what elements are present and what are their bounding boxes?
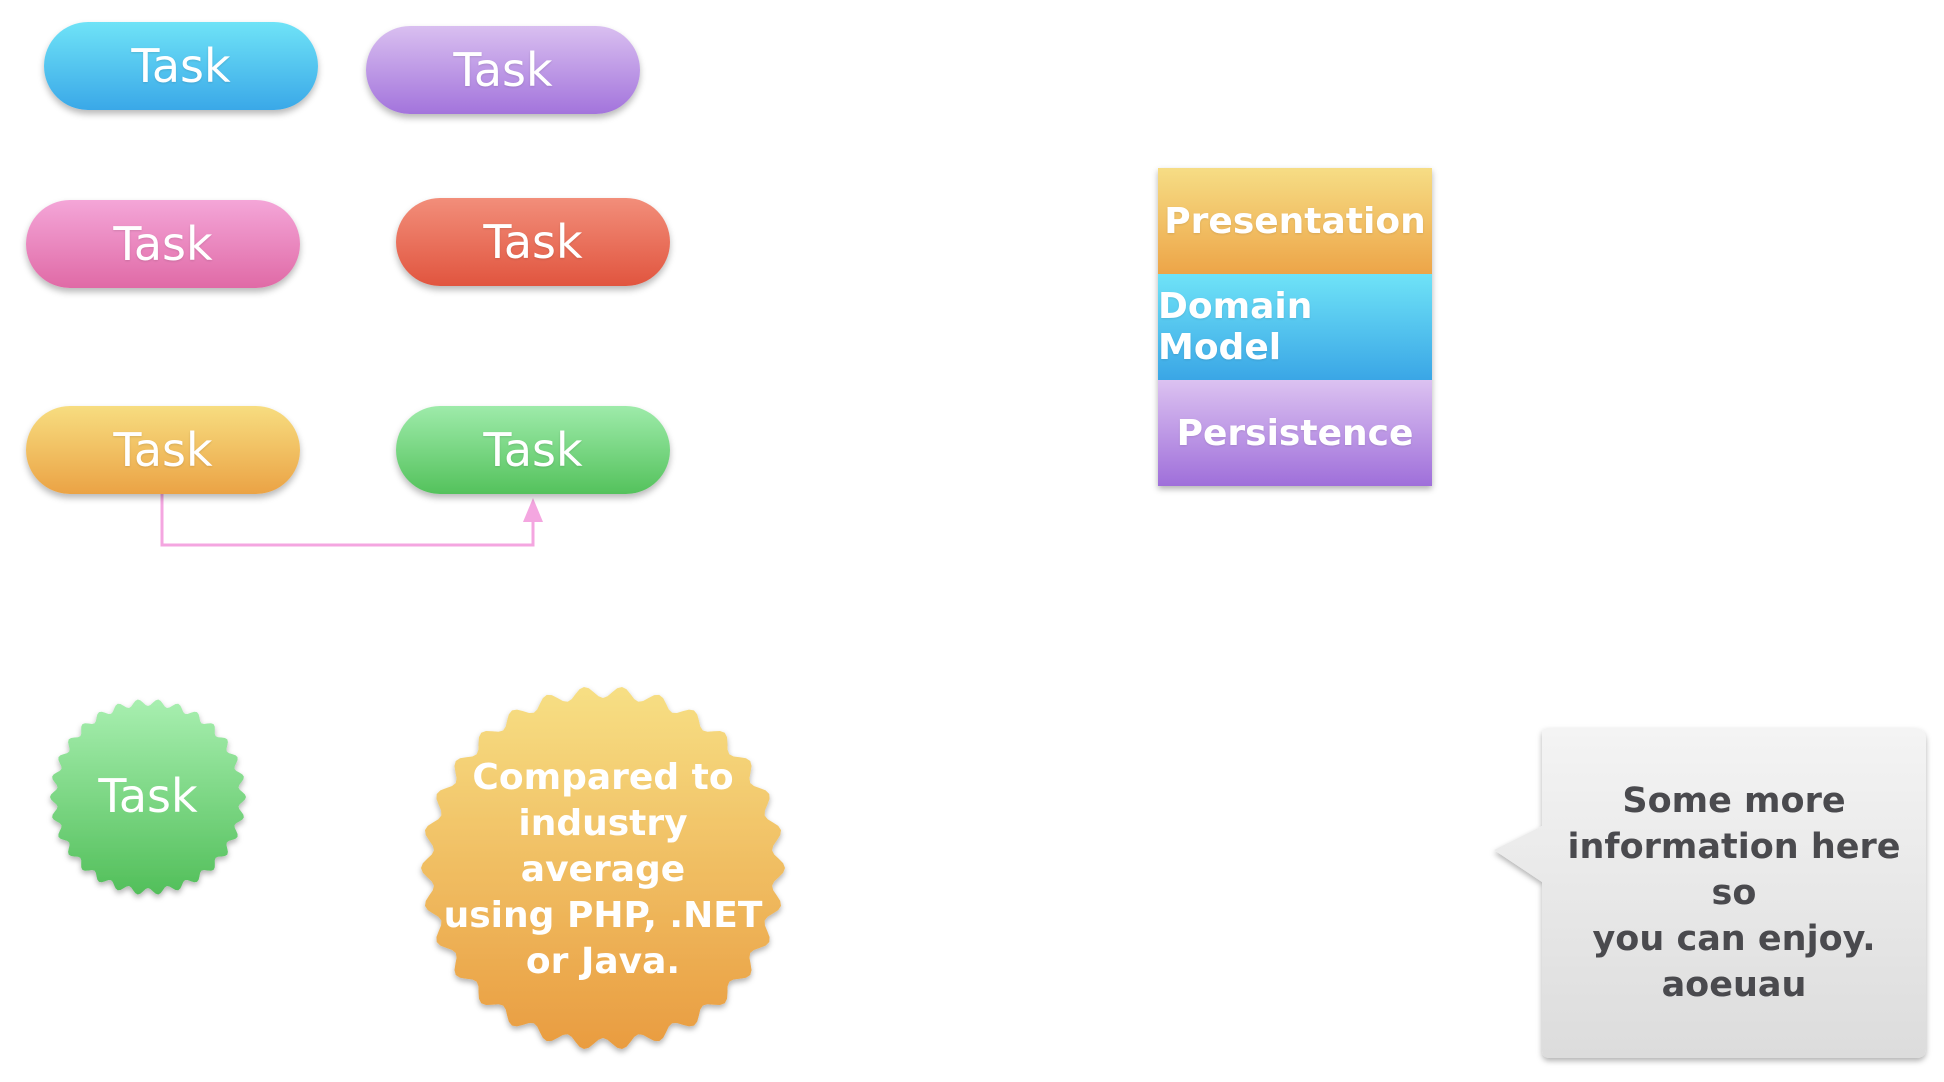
green-seal-shape <box>50 699 246 895</box>
layer-presentation[interactable]: Presentation <box>1158 168 1432 274</box>
layer-stack: Presentation Domain Model Persistence <box>1158 168 1432 486</box>
green-seal-label: Task <box>98 769 198 823</box>
task-pill-green[interactable]: Task <box>396 406 670 494</box>
task-pill-red[interactable]: Task <box>396 198 670 286</box>
callout-bubble-shape <box>1494 728 1926 1058</box>
connector-line <box>160 494 535 547</box>
layer-domain-model[interactable]: Domain Model <box>1158 274 1432 380</box>
layer-persistence[interactable]: Persistence <box>1158 380 1432 486</box>
task-pill-pink[interactable]: Task <box>26 200 300 288</box>
task-pill-blue[interactable]: Task <box>44 22 318 110</box>
arrowhead-icon <box>523 498 543 522</box>
orange-seal-label: Compared to industry average using PHP, … <box>443 757 763 982</box>
connector-arrow <box>160 494 543 547</box>
task-pill-purple[interactable]: Task <box>366 26 640 114</box>
orange-seal-shape <box>421 687 785 1049</box>
task-pill-yellow[interactable]: Task <box>26 406 300 494</box>
callout-text: Some more information here so you can en… <box>1567 781 1901 1005</box>
